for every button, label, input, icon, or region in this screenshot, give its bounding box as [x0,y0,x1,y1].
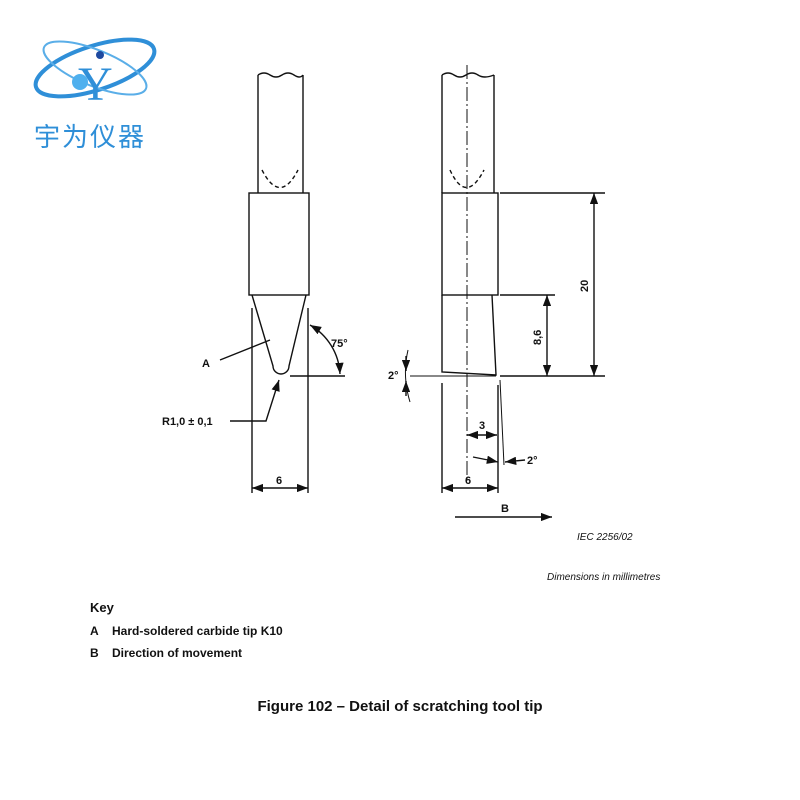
key-text: Direction of movement [112,646,243,660]
key-title: Key [90,600,114,615]
logo-orbit-icon: Y [33,37,157,111]
key-letter: A [90,624,99,638]
angle-2-left: 2° [388,370,399,382]
key-text: Hard-soldered carbide tip K10 [112,624,283,638]
label-a: A [202,358,210,370]
dim-6-right: 6 [465,475,471,487]
units-note: Dimensions in millimetres [547,572,660,583]
dim-6-left: 6 [276,475,282,487]
radius-label: R1,0 ± 0,1 [162,416,213,428]
dim-20: 20 [579,280,591,292]
logo-text: 宇为仪器 [34,123,147,153]
side-view-left [219,72,345,493]
angle-75-label: 75° [331,338,348,350]
dim-3: 3 [479,420,485,432]
key-item-b: B Direction of movement [90,646,242,660]
dim-8-6: 8,6 [532,330,544,345]
key-item-a: A Hard-soldered carbide tip K10 [90,624,283,638]
label-b: B [501,503,509,515]
iec-reference: IEC 2256/02 [577,532,633,543]
key-letter: B [90,646,99,660]
tool-tip-drawing: A 75° R1,0 ± 0,1 6 20 8,6 2° 3 2° 6 B IE… [162,65,660,583]
angle-2-bottom: 2° [527,455,538,467]
side-view-right [401,65,605,522]
figure-caption: Figure 102 – Detail of scratching tool t… [257,698,543,715]
